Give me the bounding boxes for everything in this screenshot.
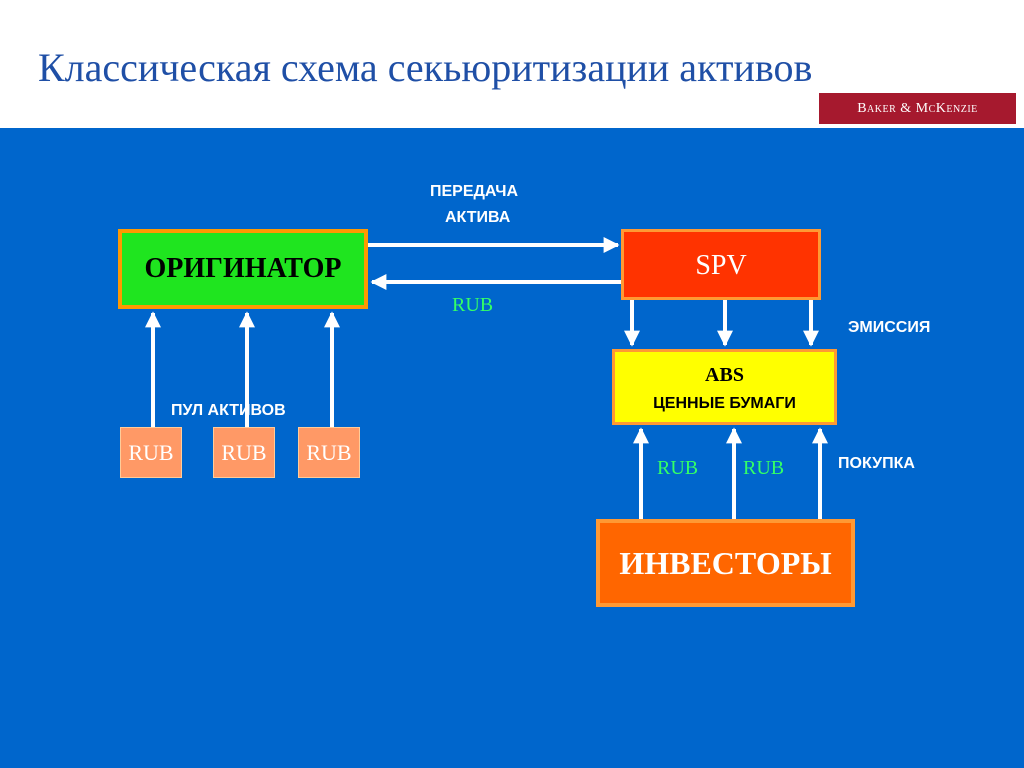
- emission-label: ЭМИССИЯ: [848, 319, 931, 336]
- pool-item-2: RUB: [213, 427, 275, 478]
- abs-title: ABS: [705, 363, 744, 386]
- purchase-label: ПОКУПКА: [838, 455, 915, 472]
- pool-label: ПУЛ АКТИВОВ: [171, 402, 286, 419]
- purchase-payment-1: RUB: [657, 457, 699, 479]
- pool-item-3: RUB: [298, 427, 360, 478]
- slide-header: Классическая схема секьюритизации активо…: [0, 0, 1024, 128]
- spv-box: SPV: [621, 229, 821, 300]
- purchase-payment-2: RUB: [743, 457, 785, 479]
- investors-box: ИНВЕСТОРЫ: [596, 519, 855, 607]
- originator-box: ОРИГИНАТОР: [118, 229, 368, 309]
- baker-mckenzie-logo: Baker & McKenzie: [819, 93, 1016, 124]
- abs-box: ABS ЦЕННЫЕ БУМАГИ: [612, 349, 837, 425]
- payment-label: RUB: [452, 294, 494, 316]
- pool-item-1: RUB: [120, 427, 182, 478]
- slide-title: Классическая схема секьюритизации активо…: [38, 45, 813, 90]
- transfer-label-line1: ПЕРЕДАЧА: [430, 183, 519, 200]
- abs-subtitle: ЦЕННЫЕ БУМАГИ: [653, 394, 796, 412]
- transfer-label-line2: АКТИВА: [445, 209, 511, 226]
